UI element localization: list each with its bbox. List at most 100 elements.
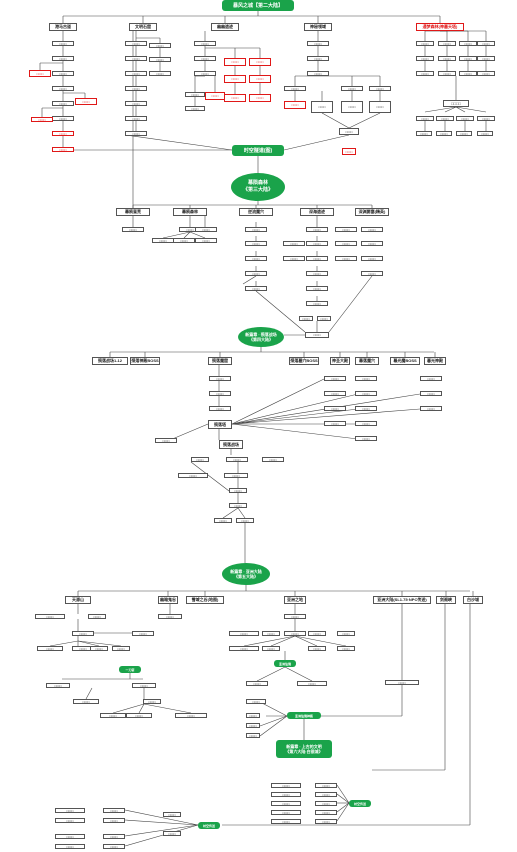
tree-node: □□□□ bbox=[246, 699, 266, 704]
tree-node: □□□□ bbox=[361, 271, 383, 276]
section-top-1: 文明石窟 bbox=[129, 23, 157, 31]
tree-node: □□□□ bbox=[209, 406, 231, 411]
continent-4-node: 新篇章 · 殒落战场 《第四大陆》 bbox=[238, 327, 284, 347]
tree-node: □□□□ bbox=[245, 227, 267, 232]
tree-node: □□□□ bbox=[246, 681, 268, 686]
tree-node: □□□□ bbox=[416, 71, 434, 76]
tree-node: □□□□ bbox=[341, 101, 363, 113]
tree-node: □□□□ bbox=[438, 71, 456, 76]
tree-node: □□□□ bbox=[122, 227, 144, 232]
tree-node: □□□□ bbox=[245, 286, 267, 291]
tree-node: □□□□ bbox=[306, 241, 328, 246]
tree-node: □□□□ bbox=[324, 376, 346, 381]
green-node-1: 亚洲仙境 bbox=[274, 660, 296, 667]
connector bbox=[222, 507, 239, 519]
tree-node: □□□□ bbox=[342, 148, 356, 155]
tree-node: □□□□ bbox=[306, 286, 328, 291]
tree-node: □□□□ bbox=[308, 646, 326, 651]
tree-node: □□□□ bbox=[126, 713, 152, 718]
tree-node: □□□□ bbox=[315, 792, 337, 797]
tree-node: □□□□ bbox=[224, 75, 246, 83]
green-node-3: 时空传送 bbox=[349, 800, 371, 807]
section-c4-2: 殒落魔窟 bbox=[208, 357, 232, 365]
tree-node: □□□□ bbox=[224, 94, 246, 102]
tree-node: □□□□ bbox=[416, 116, 434, 121]
tree-node: □□□□ bbox=[339, 128, 359, 135]
tree-node: □□□□ bbox=[55, 844, 85, 849]
tree-node: □□□□ bbox=[46, 683, 70, 688]
connector bbox=[124, 824, 199, 837]
tree-node: □□□□ bbox=[355, 391, 377, 396]
tree-node: □□□□ bbox=[262, 631, 280, 636]
connector bbox=[77, 640, 100, 647]
section-c5-5: 剑阁峡 bbox=[436, 596, 456, 604]
tree-node: □□□□ bbox=[246, 723, 260, 728]
connector bbox=[243, 635, 296, 647]
tree-node: □□□□ bbox=[112, 646, 130, 651]
tree-node: □□□□ bbox=[125, 116, 147, 121]
connector bbox=[259, 715, 288, 727]
tree-node: □□□□ bbox=[271, 783, 301, 788]
connector bbox=[294, 635, 318, 647]
tree-node: □□□□ bbox=[284, 614, 306, 619]
connector bbox=[256, 666, 286, 682]
section-c4-1: 殒落神殿BOSS bbox=[130, 357, 160, 365]
tree-node: □□□□ bbox=[283, 256, 305, 261]
connector bbox=[321, 112, 350, 129]
tree-node: □□□□ bbox=[52, 41, 74, 46]
continent-4-line1: 新篇章 · 殒落战场 bbox=[245, 332, 277, 337]
tree-node: □□□□ bbox=[245, 271, 267, 276]
connector bbox=[259, 715, 288, 737]
connector bbox=[336, 784, 350, 804]
connector bbox=[124, 809, 199, 826]
tree-node: □□□□ bbox=[271, 792, 301, 797]
tree-node: □□□□ bbox=[195, 227, 217, 232]
tree-node: □□□□ bbox=[143, 699, 161, 704]
tree-node: □□□□ bbox=[90, 646, 108, 651]
tree-node: □□□□ bbox=[229, 646, 259, 651]
tree-node: □□□□ bbox=[52, 116, 74, 121]
connector bbox=[242, 275, 257, 285]
tree-node: □□□□ bbox=[191, 457, 209, 462]
tree-node: □□□□ bbox=[229, 631, 259, 636]
tree-node: □□□□ bbox=[132, 683, 156, 688]
tree-node: □□□□ bbox=[306, 256, 328, 261]
connector bbox=[231, 378, 325, 425]
green-node-0: 一刀斩 bbox=[119, 666, 141, 673]
continent-3-node: 幕陨森林 《第三大陆》 bbox=[231, 173, 285, 201]
continent-4-line2: 《第四大陆》 bbox=[249, 337, 273, 342]
tree-node: □□□□ bbox=[361, 241, 383, 246]
tree-node: □□□□ bbox=[103, 818, 125, 823]
tree-node: □□□□ bbox=[416, 131, 432, 136]
section-c4-4: 神圣大殿 bbox=[330, 357, 350, 365]
connector bbox=[124, 824, 199, 847]
tree-node: □□□□ bbox=[477, 41, 495, 46]
connector bbox=[85, 687, 93, 700]
tree-node: □□□□ bbox=[163, 831, 181, 836]
connector bbox=[444, 106, 457, 113]
tree-node: □□□□ bbox=[173, 238, 195, 243]
tree-node: □□□□ bbox=[307, 41, 329, 46]
tree-node: □□□□ bbox=[35, 614, 65, 619]
tree-node: □□□□ bbox=[438, 41, 456, 46]
tree-node: □□□□ bbox=[459, 71, 477, 76]
tree-node: □□□□ bbox=[55, 808, 85, 813]
continent-3-line2: 《第三大陆》 bbox=[242, 187, 273, 193]
section-c3-1: 幕陨森林 bbox=[173, 208, 207, 216]
connector bbox=[231, 408, 421, 425]
connector bbox=[336, 802, 350, 822]
tree-node: □□□□ bbox=[194, 56, 216, 61]
tree-node: □□□□ bbox=[125, 41, 147, 46]
connector bbox=[284, 666, 313, 682]
tree-node: □□□□ bbox=[125, 131, 147, 136]
connector bbox=[189, 231, 206, 239]
tree-node: □□□□ bbox=[226, 457, 248, 462]
tree-node: □□□□ bbox=[152, 238, 174, 243]
continent-5-node: 新篇章 · 亚洲大陆 《第五大陆》 bbox=[222, 563, 270, 585]
section-c5-6: 白沙城 bbox=[463, 596, 483, 604]
tree-node: □□□□ bbox=[477, 56, 495, 61]
connector bbox=[328, 275, 373, 333]
tree-node: □□□□ bbox=[52, 56, 74, 61]
connector bbox=[348, 112, 381, 129]
